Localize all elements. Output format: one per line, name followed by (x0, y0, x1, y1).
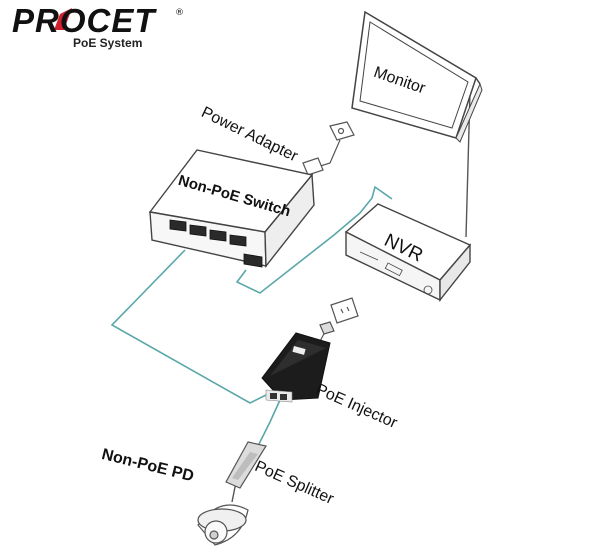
dome-camera-device (197, 504, 249, 546)
switch-device (148, 149, 315, 268)
brand-logo: PROCET (12, 2, 156, 39)
brand-tagline: PoE System (73, 36, 143, 50)
brand-registered-mark: ® (175, 8, 184, 18)
poe-injector-device (261, 332, 331, 403)
cable-switch-to-nvr (235, 185, 393, 294)
power-adapter-device (302, 121, 355, 176)
monitor-device (351, 10, 483, 143)
cable-injector-to-splitter (257, 399, 281, 447)
cable-switch-to-injector (110, 249, 269, 404)
ethernet-cables (110, 185, 393, 447)
nvr-device (344, 203, 472, 303)
wall-outlet (319, 297, 359, 335)
logo-swoosh-icon (54, 8, 72, 30)
poe-splitter-device (225, 441, 267, 489)
